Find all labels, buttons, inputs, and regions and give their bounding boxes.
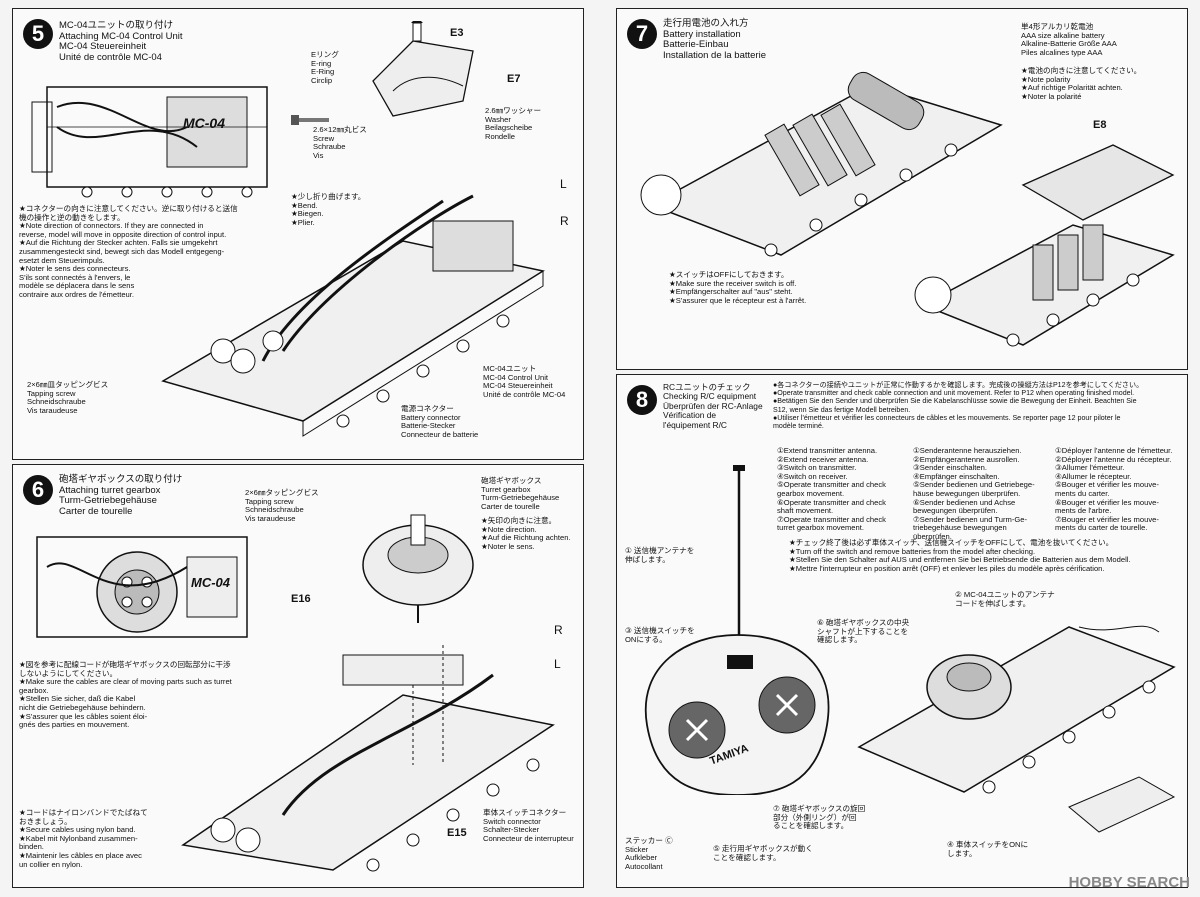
rc-check-intro: ●各コネクターの接続やユニットが正常に作動するかを確認します。完成後の操縦方法は… <box>773 381 1144 431</box>
callout-1: ① 送信機アンテナを伸ばします。 <box>625 546 695 564</box>
part-e3: E3 <box>450 27 464 39</box>
chassis-gearbox-iso-illustration <box>181 645 555 872</box>
nylon-band-note: ★コードはナイロンバンドでたばねておきましょう。★Secure cables u… <box>19 808 148 869</box>
connector-r-label: R <box>554 623 563 637</box>
callout-4: ④ 車体スイッチをONにします。 <box>947 840 1029 858</box>
battery-install-illustration <box>640 71 1003 257</box>
chassis-gear-top-illustration <box>36 536 248 638</box>
connector-direction-note: ★コネクターの向きに注意してください。逆に取り付けると送信機の操作と逆の動きをし… <box>19 204 238 299</box>
connector-l-label: L <box>554 657 561 671</box>
chassis-iso-illustration <box>161 194 545 437</box>
switch-off-note: ★スイッチはOFFにしておきます。★Make sure the receiver… <box>669 270 807 305</box>
part-e7: E7 <box>507 73 521 85</box>
step7-number: 7 <box>627 19 657 49</box>
step8-number: 8 <box>627 385 657 415</box>
callout-5: ⑤ 走行用ギヤボックスが動くことを確認します。 <box>713 844 813 862</box>
mc04-unit-text: MC-04 <box>183 115 226 131</box>
turret-gearbox-illustration <box>362 514 474 623</box>
callout-2: ② MC-04ユニットのアンテナコードを伸ばします。 <box>955 590 1055 608</box>
callout-7: ⑦ 砲塔ギヤボックスの旋回部分（外側リング）が回ることを確認します。 <box>773 804 866 831</box>
mc04-unit-text: MC-04 <box>191 575 231 590</box>
direction-note: ★矢印の向きに注意。★Note direction.★Auf die Richt… <box>481 516 571 551</box>
screw-icon <box>291 115 329 125</box>
steps-french: ①Déployer l'antenne de l'émetteur.②Déplo… <box>1055 446 1173 533</box>
connector-l-label: L <box>560 177 567 191</box>
chassis-top-view-illustration <box>31 86 268 198</box>
steps-german: ①Senderantenne herausziehen.②Empfängeran… <box>913 446 1035 541</box>
connector-r-label: R <box>560 214 569 228</box>
part-e15: E15 <box>447 827 467 839</box>
steps-english: ①Extend transmitter antenna.②Extend rece… <box>777 446 886 533</box>
polarity-note: ★電池の向きに注意してください。★Note polarity★Auf richt… <box>1021 66 1142 101</box>
transmitter-illustration <box>644 465 830 795</box>
cable-clearance-note: ★図を参考に配線コードが砲塔ギヤボックスの回転部分に干渉しないようにしてください… <box>19 660 232 730</box>
after-check-note: ★チェック終了後は必ず車体スイッチ、送信機スイッチをOFFにして、電池を抜いてく… <box>789 538 1131 573</box>
watermark: HOBBY SEARCH <box>1068 874 1190 891</box>
turret-parts-illustration <box>372 21 474 117</box>
part-e8: E8 <box>1093 119 1107 131</box>
step6-number: 6 <box>23 475 53 505</box>
bend-note: ★少し折り曲げます。★Bend.★Biegen.★Plier. <box>291 192 366 227</box>
battery-cover-illustration <box>914 144 1175 347</box>
part-e16: E16 <box>291 593 311 605</box>
callout-6: ⑥ 砲塔ギヤボックスの中央シャフトが上下することを確認します。 <box>817 618 910 645</box>
rc-check-chassis-illustration <box>857 625 1176 833</box>
step5-number: 5 <box>23 19 53 49</box>
